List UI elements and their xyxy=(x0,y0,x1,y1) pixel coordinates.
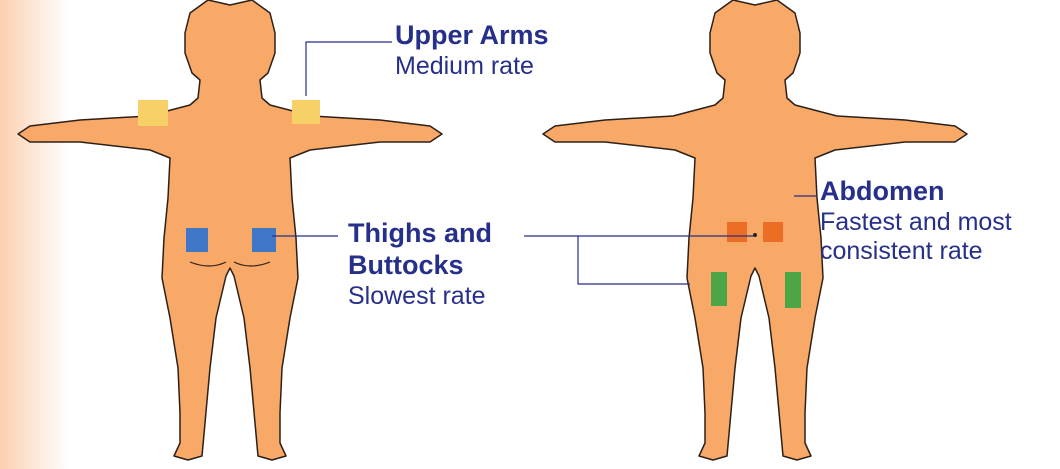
upper-arms-rate: Medium rate xyxy=(395,52,549,82)
abdomen-site-right xyxy=(763,222,783,242)
front-thigh-site-left xyxy=(711,272,727,306)
abdomen-title: Abdomen xyxy=(820,176,1012,208)
thighs-buttocks-title-line2: Buttocks xyxy=(348,250,492,282)
abdomen-rate-line2: consistent rate xyxy=(820,237,1012,267)
upper-arms-leader xyxy=(306,42,392,96)
thighs-buttocks-rate: Slowest rate xyxy=(348,282,492,312)
upper-arm-site-left xyxy=(138,100,168,126)
abdomen-rate-line1: Fastest and most xyxy=(820,208,1012,238)
buttock-site-left xyxy=(186,228,208,252)
abdomen-site-left xyxy=(727,222,747,242)
buttock-site-right xyxy=(252,228,276,252)
front-thigh-site-right xyxy=(785,272,801,308)
thighs-buttocks-title-line1: Thighs and xyxy=(348,218,492,250)
thighs-buttocks-label: Thighs and Buttocks Slowest rate xyxy=(348,218,492,311)
thighs-buttocks-leader-front-thigh xyxy=(578,236,690,284)
upper-arm-site-right xyxy=(292,100,320,124)
upper-arms-label: Upper Arms Medium rate xyxy=(395,20,549,81)
upper-arms-title: Upper Arms xyxy=(395,20,549,52)
abdomen-label: Abdomen Fastest and most consistent rate xyxy=(820,176,1012,267)
